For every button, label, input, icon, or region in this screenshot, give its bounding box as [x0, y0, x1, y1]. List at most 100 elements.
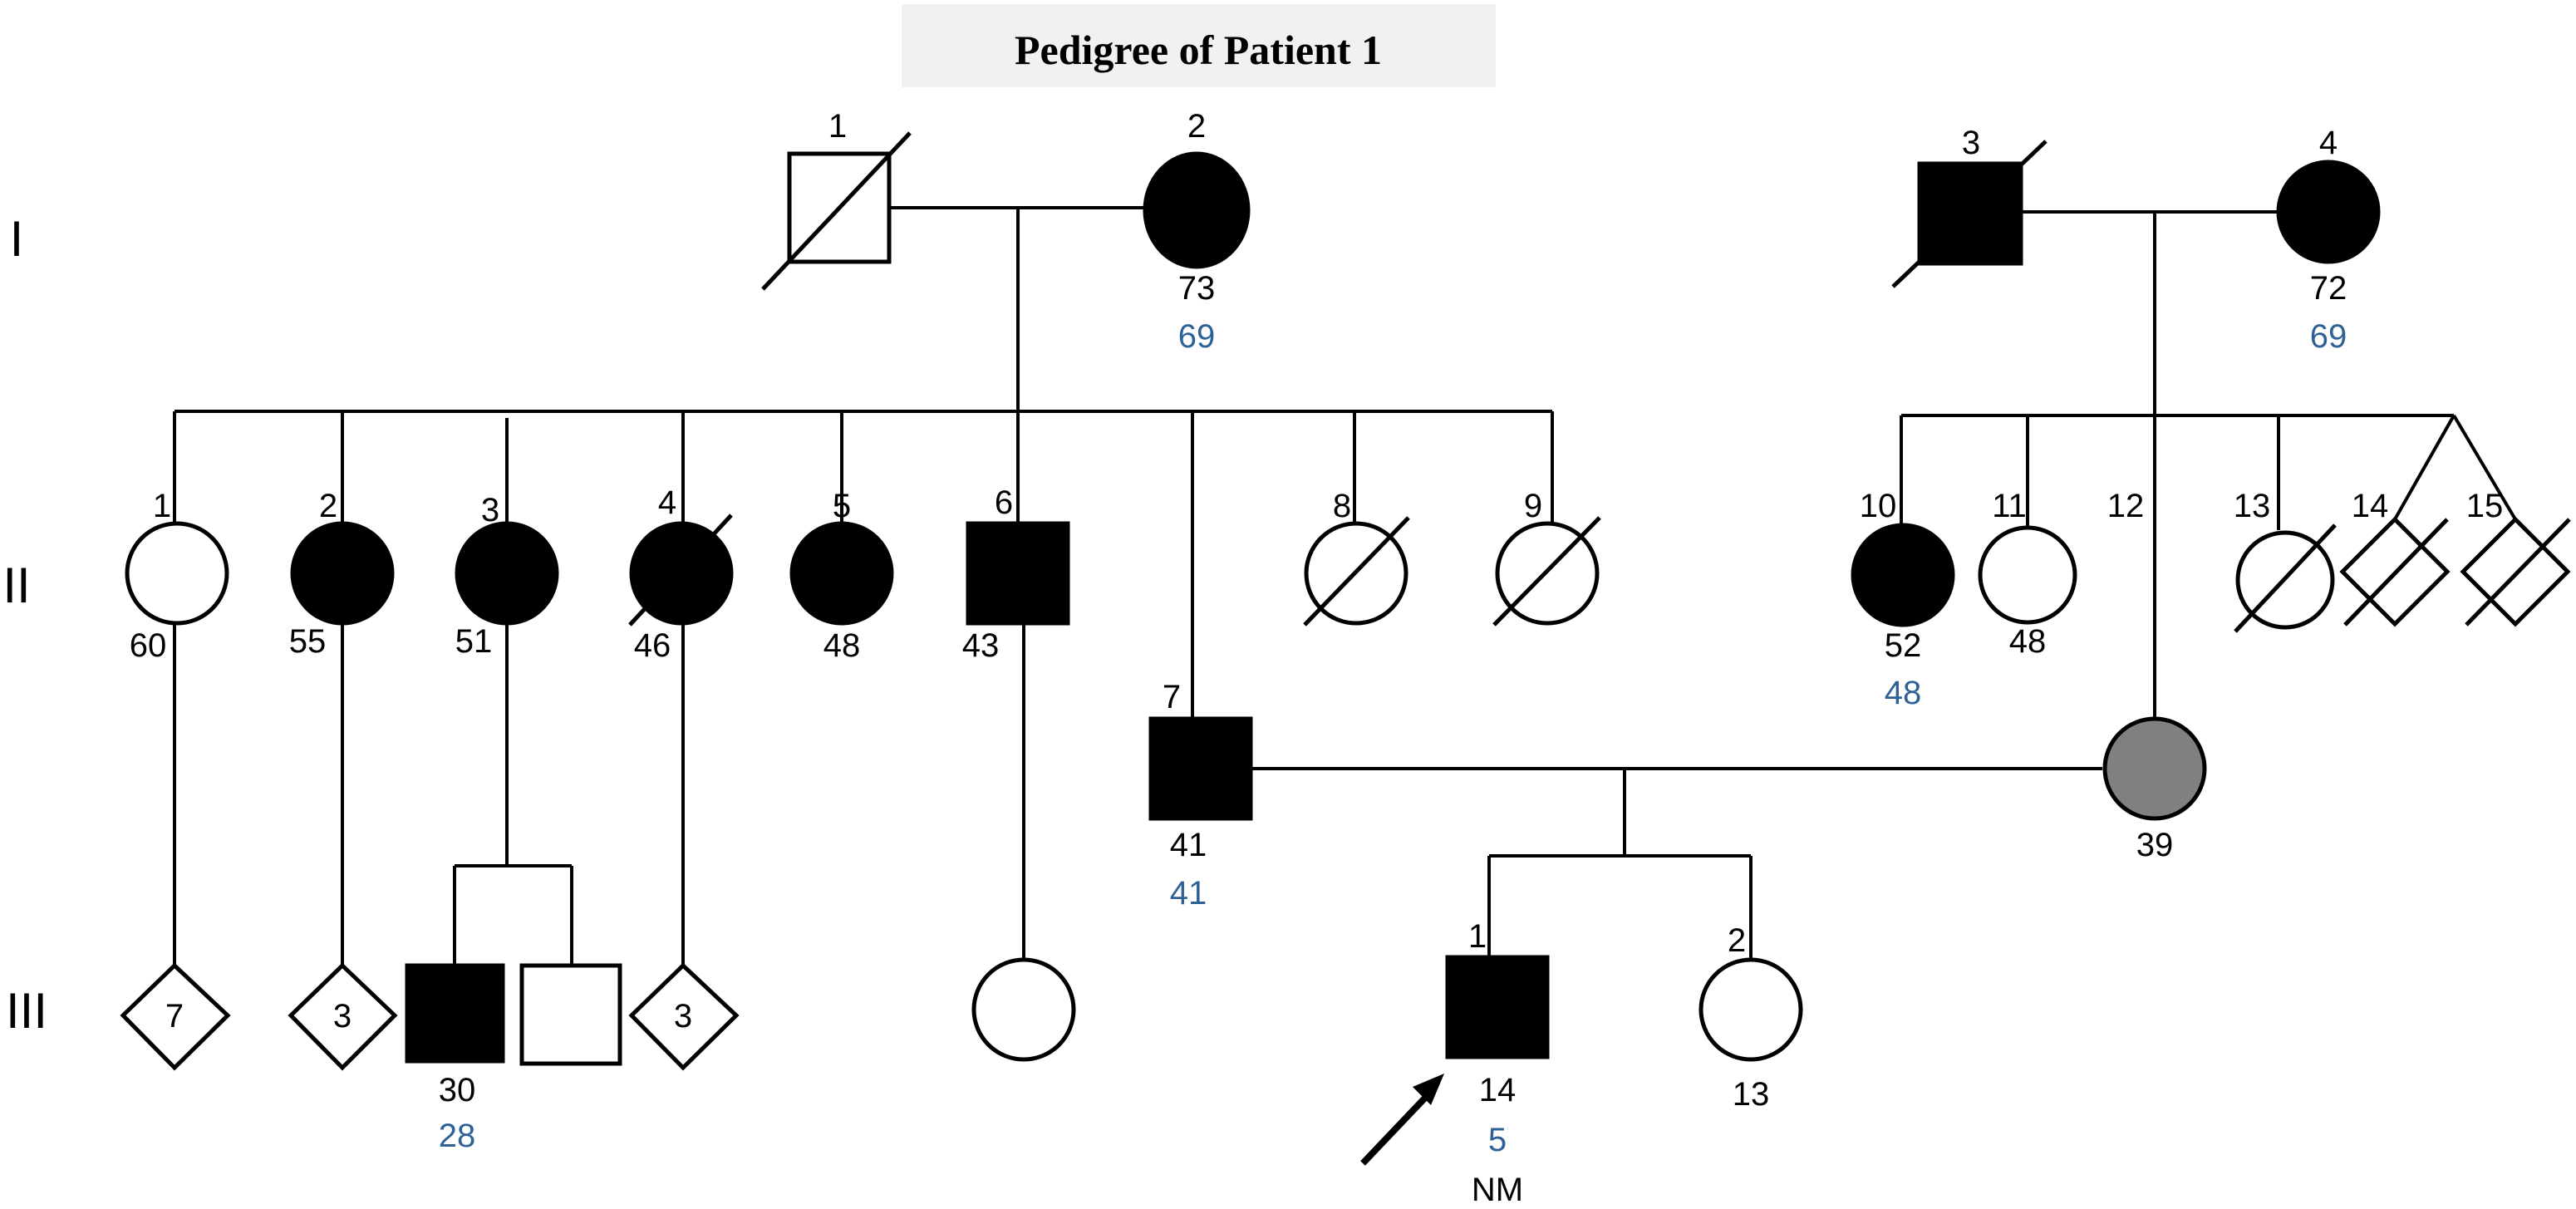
individual-iii2: 2 13 — [1698, 922, 1803, 1113]
individual-ii6: 6 43 — [962, 484, 1070, 664]
individual-ii5: 5 48 — [789, 488, 894, 664]
female-symbol — [2276, 160, 2381, 264]
male-symbol — [405, 963, 505, 1064]
mutation-note-label: NM — [1472, 1172, 1523, 1208]
relationship-lines — [173, 206, 2517, 966]
female-symbol — [1851, 523, 1955, 627]
individual-number: 3 — [481, 492, 499, 528]
female-symbol — [290, 521, 395, 626]
deceased-slash — [761, 131, 912, 291]
deceased-slash — [2465, 518, 2571, 627]
onset-age-label: 28 — [439, 1118, 476, 1154]
sibling-count-label: 3 — [674, 998, 692, 1035]
individual-ii15: 15 — [2460, 488, 2571, 627]
male-symbol — [1148, 716, 1253, 821]
sibling-count-label: 3 — [333, 998, 351, 1035]
individual-i4: 4 72 69 — [2276, 125, 2381, 355]
age-label: 39 — [2136, 827, 2174, 863]
onset-age-label: 5 — [1488, 1122, 1507, 1158]
individual-ii7: 7 41 41 — [1148, 679, 1253, 912]
onset-age-label: 48 — [1885, 675, 1922, 711]
individual-number: 1 — [828, 108, 847, 145]
onset-age-label: 69 — [1178, 318, 1216, 355]
individual-ii12: 12 39 — [2102, 488, 2207, 863]
proband-arrow-icon — [1360, 1074, 1444, 1166]
individual-iii-a: 7 — [120, 962, 231, 1071]
individual-i3: 3 — [1891, 125, 2048, 288]
twin-line-ii15 — [2452, 414, 2517, 521]
individual-ii2: 2 55 — [289, 488, 395, 660]
deceased-slash — [1492, 516, 1601, 627]
age-label: 52 — [1885, 627, 1922, 664]
deceased-slash — [1303, 516, 1410, 627]
age-label: 48 — [823, 627, 861, 664]
female-symbol — [125, 521, 229, 626]
generation-label-ii: II — [2, 558, 30, 613]
age-label: 30 — [439, 1072, 476, 1108]
sibling-count-label: 7 — [165, 998, 184, 1035]
male-symbol — [966, 521, 1070, 626]
female-symbol — [1978, 525, 2077, 625]
female-symbol — [1143, 151, 1251, 269]
individual-number: 13 — [2234, 488, 2271, 524]
proband-arrow-shaft — [1360, 1093, 1430, 1166]
individual-number: 3 — [1962, 125, 1980, 161]
individual-number: 4 — [658, 484, 676, 521]
individual-iii-b: 3 — [288, 962, 398, 1071]
unknown-sex-symbol — [120, 962, 231, 1071]
individual-number: 10 — [1860, 488, 1897, 524]
individual-number: 2 — [1728, 922, 1746, 959]
page-title: Pedigree of Patient 1 — [1015, 27, 1382, 73]
individual-number: 1 — [1468, 918, 1487, 955]
individual-iii-c: 30 28 — [405, 963, 505, 1154]
age-label: 48 — [2009, 623, 2047, 660]
female-symbol — [1698, 957, 1803, 1062]
onset-age-label: 69 — [2310, 318, 2347, 355]
individual-ii13: 13 — [2234, 488, 2337, 633]
individual-iii-f — [971, 957, 1076, 1062]
age-label: 46 — [634, 627, 671, 664]
individual-ii11: 11 48 — [1978, 488, 2077, 660]
age-label: 51 — [455, 623, 493, 660]
age-label: 14 — [1479, 1072, 1517, 1108]
individual-ii10: 10 52 48 — [1851, 488, 1955, 711]
individual-number: 1 — [153, 488, 171, 524]
individual-number: 8 — [1333, 488, 1351, 524]
title-block: Pedigree of Patient 1 — [902, 4, 1496, 87]
female-symbol — [789, 521, 894, 626]
unknown-sex-symbol — [628, 962, 740, 1071]
individual-ii3: 3 51 — [455, 492, 559, 660]
age-label: 60 — [130, 627, 167, 664]
individual-number: 4 — [2319, 125, 2338, 161]
individual-number: 12 — [2107, 488, 2145, 524]
deceased-slash — [628, 514, 733, 627]
individual-i1: 1 — [761, 108, 912, 291]
age-label: 41 — [1170, 827, 1207, 863]
twin-line-ii14 — [2393, 415, 2456, 520]
individual-number: 14 — [2352, 488, 2389, 524]
deceased-slash — [1891, 140, 2048, 288]
individual-ii8: 8 — [1303, 488, 1410, 627]
age-label: 13 — [1733, 1076, 1770, 1113]
female-symbol — [455, 521, 559, 626]
individual-number: 7 — [1163, 679, 1181, 715]
individual-ii4: 4 46 — [628, 484, 734, 664]
individual-iii-d — [519, 963, 622, 1066]
individual-number: 6 — [995, 484, 1013, 521]
individual-number: 2 — [319, 488, 337, 524]
age-label: 55 — [289, 623, 327, 660]
generation-label-i: I — [10, 211, 24, 267]
individual-ii1: 1 60 — [125, 488, 229, 664]
individual-iii1-proband: 1 14 5 NM — [1360, 918, 1550, 1208]
individual-number: 9 — [1524, 488, 1542, 524]
individual-number: 2 — [1187, 108, 1206, 145]
onset-age-label: 41 — [1170, 875, 1207, 912]
deceased-slash — [2234, 523, 2337, 633]
individual-ii9: 9 — [1492, 488, 1601, 627]
individual-number: 11 — [1992, 488, 2027, 524]
individual-iii-e: 3 — [628, 962, 740, 1071]
individual-number: 15 — [2466, 488, 2504, 524]
age-label: 73 — [1178, 270, 1216, 307]
title-background — [902, 4, 1496, 87]
